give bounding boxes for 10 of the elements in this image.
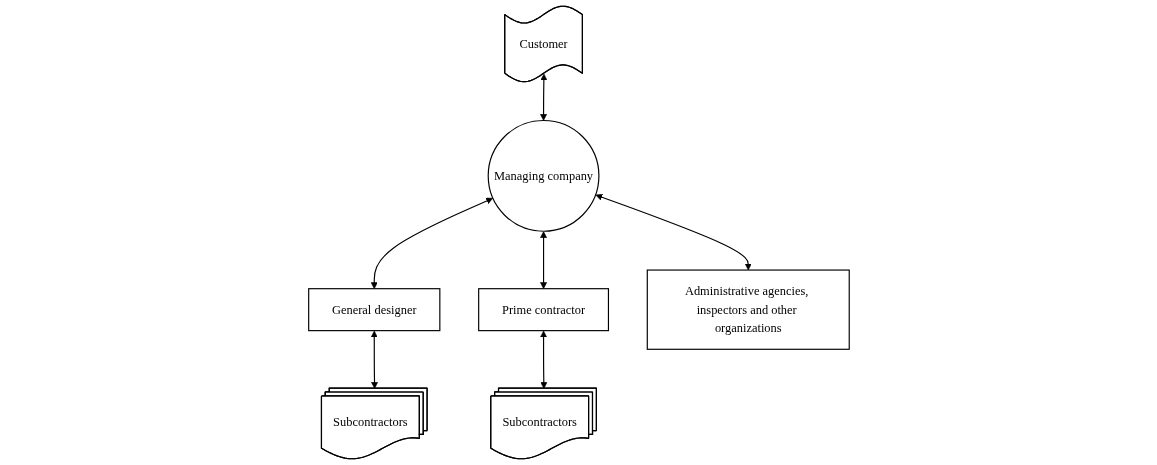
node-box: Administrative agencies, inspectors and other organizations	[646, 269, 850, 350]
arrow	[370, 330, 378, 389]
arrow	[539, 330, 547, 389]
arrow	[595, 193, 752, 271]
arrow	[539, 231, 547, 289]
node-box: Prime contractor	[477, 288, 609, 332]
arrow	[370, 197, 493, 289]
arrow	[539, 73, 547, 121]
node-box: General designer	[307, 288, 440, 332]
node-circle: Managing company	[487, 119, 600, 232]
